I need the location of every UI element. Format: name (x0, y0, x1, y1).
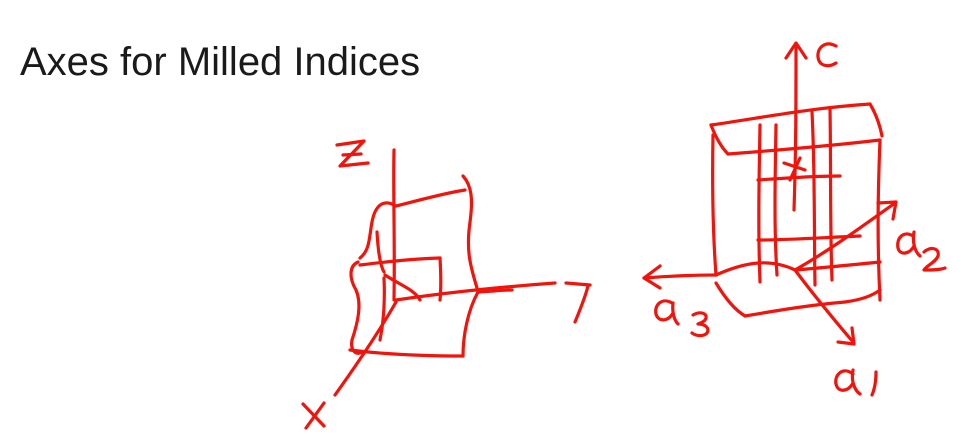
hex-top-left-corner (709, 123, 730, 156)
cube-back-top-edge (394, 188, 467, 208)
hex-a3-label (654, 299, 710, 338)
cube-left-face-edge (349, 260, 364, 355)
hex-a2-label (896, 230, 947, 272)
cube-mid-horizontal (358, 256, 442, 267)
cubic-z-axis (392, 148, 396, 302)
cubic-x-axis (333, 300, 398, 397)
hex-c-axis (792, 43, 798, 212)
cubic-axes-sketch (301, 139, 592, 430)
hexagonal-axes-sketch (642, 41, 947, 397)
hex-a1-axis (793, 268, 855, 344)
hex-a3-arrowhead (642, 264, 662, 290)
slide-title: Axes for Milled Indices (20, 40, 421, 84)
hex-bottom-front-right (843, 288, 882, 304)
hex-bottom-back-edge (793, 260, 882, 272)
hex-c-label (816, 42, 838, 68)
cube-bottom-right-edge (476, 288, 514, 294)
cube-front-bottom-edge (348, 348, 465, 358)
cube-front-right-edge (461, 290, 480, 358)
hex-top-edge (709, 102, 872, 127)
hex-a1-arrowhead (836, 326, 856, 346)
cubic-y-label (564, 281, 592, 324)
cube-mid-vertical (438, 256, 443, 302)
hex-a3-axis (642, 273, 718, 280)
hex-top-back-edge (726, 138, 882, 156)
hex-a2-arrowhead (876, 200, 898, 221)
hex-right-outer-edge (876, 138, 882, 302)
hex-center-cross (782, 156, 807, 182)
cube-front-inner-edge (383, 273, 422, 302)
cubic-x-label (301, 401, 326, 430)
hex-a1-label (834, 368, 878, 397)
cube-mid-left-drop (375, 230, 386, 274)
hex-mid-ring-upper (756, 174, 842, 182)
hex-left-outer-edge (711, 133, 718, 277)
hex-vertical-2 (773, 123, 779, 277)
hex-bottom-left-edge (714, 261, 797, 277)
cube-left-inner-vertical (378, 276, 386, 342)
hex-vertical-1 (757, 123, 762, 284)
hex-a2-axis (793, 201, 897, 272)
hex-vertical-3 (810, 110, 817, 287)
hex-top-right-corner (868, 102, 884, 138)
hex-c-arrowhead (784, 41, 808, 60)
cubic-y-axis (394, 281, 557, 302)
hex-bottom-front-left (714, 281, 747, 318)
cubic-z-label (335, 139, 370, 168)
cube-left-top-edge (358, 201, 398, 260)
hex-bottom-front-edge (743, 300, 847, 318)
hex-vertical-4 (828, 106, 834, 282)
cube-back-right-edge (461, 174, 479, 290)
